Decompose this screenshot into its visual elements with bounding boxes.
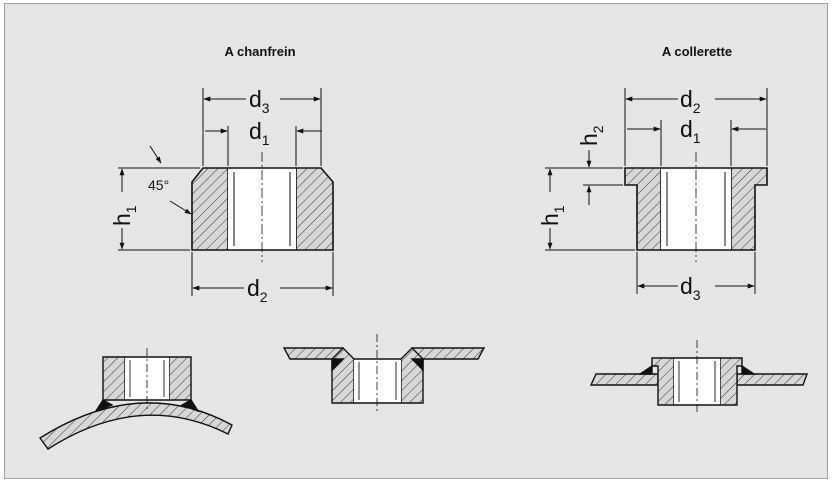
- dim-h1-left: h1: [109, 205, 139, 226]
- weld-example-curved-tube: [38, 348, 233, 450]
- dim-d1-left: d1: [249, 118, 270, 148]
- chamfer-nut-section: [191, 152, 334, 262]
- dim-d3-left: d3: [249, 86, 270, 116]
- title-collar: A collerette: [662, 44, 732, 59]
- dim-d1-right: d1: [680, 116, 701, 146]
- dim-h2-right: h2: [576, 125, 606, 146]
- chamfer-dimensions: [118, 88, 334, 296]
- title-chamfer: A chanfrein: [224, 44, 295, 59]
- weld-example-flush-plate: [282, 334, 486, 412]
- dim-d2-left: d2: [247, 275, 268, 305]
- angle-label: 45°: [148, 177, 169, 193]
- weld-example-collar-plate: [589, 340, 808, 414]
- collar-dimensions: [545, 88, 768, 294]
- collar-nut-section: [624, 152, 768, 262]
- dim-d2-right: d2: [680, 86, 701, 116]
- dim-d3-right: d3: [680, 273, 701, 303]
- dim-h1-right: h1: [537, 205, 567, 226]
